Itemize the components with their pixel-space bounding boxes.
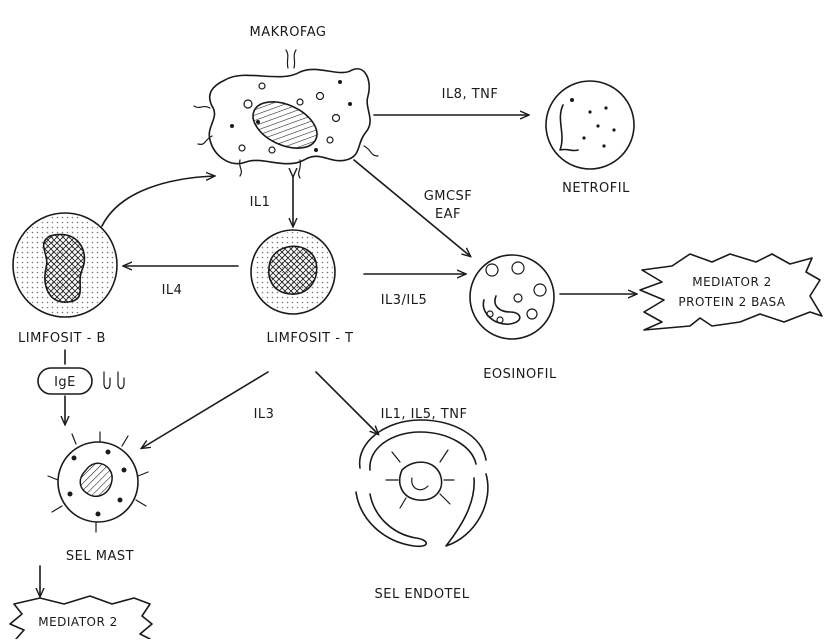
edge-label-il8-tnf: IL8, TNF (442, 87, 499, 102)
edge-label-il1: IL1 (250, 195, 271, 210)
limfosit-t-label: LIMFOSIT - T (267, 331, 354, 346)
arrow-limfosit-t-sel-mast (142, 372, 268, 448)
edge-label-gmcsf: GMCSF (424, 189, 473, 204)
sel-mast-cell: SEL MAST (48, 432, 148, 564)
edge-label-eaf: EAF (435, 207, 461, 222)
netrofil-cell: NETROFIL (546, 81, 634, 196)
mediator-mast-box: MEDIATOR 2 (10, 596, 152, 639)
mediator-mast-label: MEDIATOR 2 (38, 615, 118, 629)
ige-node: IgE (38, 368, 124, 394)
limfosit-b-label: LIMFOSIT - B (18, 331, 106, 346)
sel-endotel-cell: SEL ENDOTEL (356, 420, 488, 602)
eosinofil-cell: EOSINOFIL (470, 255, 557, 382)
sel-endotel-label: SEL ENDOTEL (375, 587, 470, 602)
limfosit-b-cell: LIMFOSIT - B (13, 213, 117, 346)
edge-label-il3: IL3 (254, 407, 275, 422)
mediator-protein-box: MEDIATOR 2 PROTEIN 2 BASA (640, 254, 822, 330)
limfosit-t-cell: LIMFOSIT - T (251, 230, 353, 346)
mediator-line1: MEDIATOR 2 (692, 275, 772, 289)
sel-mast-label: SEL MAST (66, 549, 134, 564)
edge-label-il1-il5-tnf: IL1, IL5, TNF (381, 407, 468, 422)
arrow-limfosit-t-sel-endotel (316, 372, 378, 434)
arrow-limfosit-b-makrofag (102, 176, 214, 226)
mediator-line2: PROTEIN 2 BASA (678, 295, 785, 309)
edge-label-il4: IL4 (162, 283, 183, 298)
ige-label: IgE (54, 375, 76, 390)
edge-label-il3-il5: IL3/IL5 (381, 293, 428, 308)
makrofag-cell: MAKROFAG (194, 25, 378, 178)
makrofag-label: MAKROFAG (250, 25, 327, 40)
eosinofil-label: EOSINOFIL (483, 367, 557, 382)
netrofil-label: NETROFIL (562, 181, 630, 196)
